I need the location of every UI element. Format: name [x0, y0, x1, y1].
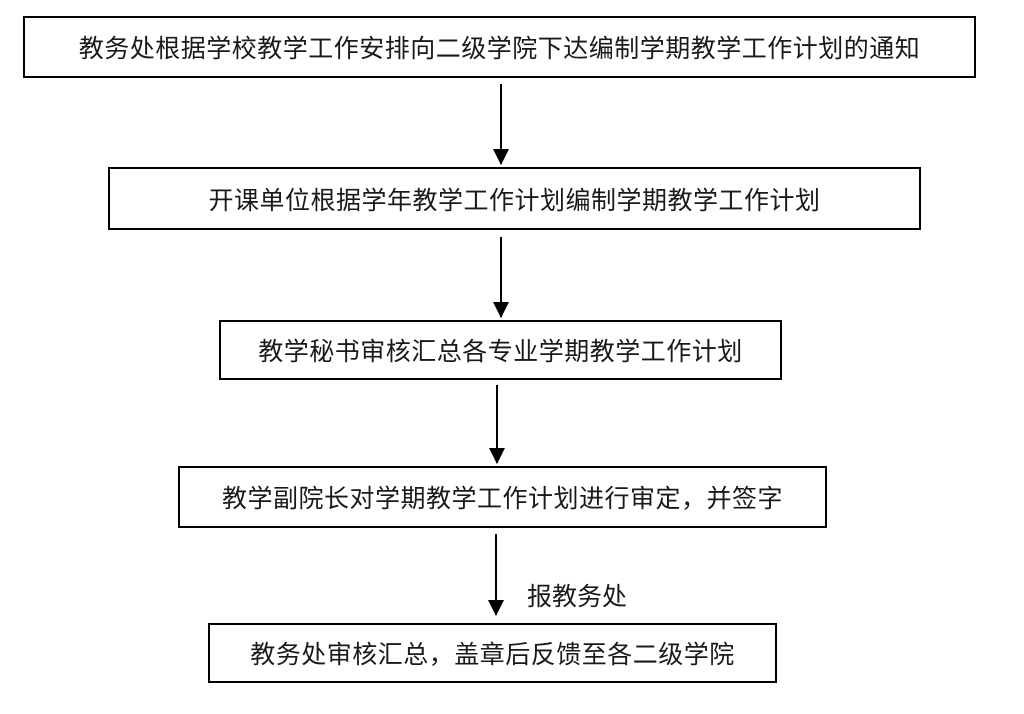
step-3-text: 教学秘书审核汇总各专业学期教学工作计划 — [258, 337, 743, 366]
step-4-text: 教学副院长对学期教学工作计划进行审定，并签字 — [221, 484, 783, 513]
step-5-box: 教务处审核汇总，盖章后反馈至各二级学院 — [208, 623, 777, 683]
step-1-text: 教务处根据学校教学工作安排向二级学院下达编制学期教学工作计划的通知 — [78, 34, 921, 63]
step-2-box: 开课单位根据学年教学工作计划编制学期教学工作计划 — [108, 167, 921, 230]
step-3-box: 教学秘书审核汇总各专业学期教学工作计划 — [219, 320, 782, 380]
arrow-step4-to-step5 — [488, 534, 504, 616]
arrow-step1-to-step2 — [493, 84, 509, 165]
step-1-box: 教务处根据学校教学工作安排向二级学院下达编制学期教学工作计划的通知 — [23, 16, 976, 78]
step-4-box: 教学副院长对学期教学工作计划进行审定，并签字 — [178, 466, 827, 528]
connector-label: 报教务处 — [527, 582, 628, 611]
arrow-step3-to-step4 — [489, 385, 505, 464]
arrow-step2-to-step3 — [493, 237, 509, 318]
step-2-text: 开课单位根据学年教学工作计划编制学期教学工作计划 — [208, 185, 821, 215]
step-5-text: 教务处审核汇总，盖章后反馈至各二级学院 — [250, 640, 735, 669]
